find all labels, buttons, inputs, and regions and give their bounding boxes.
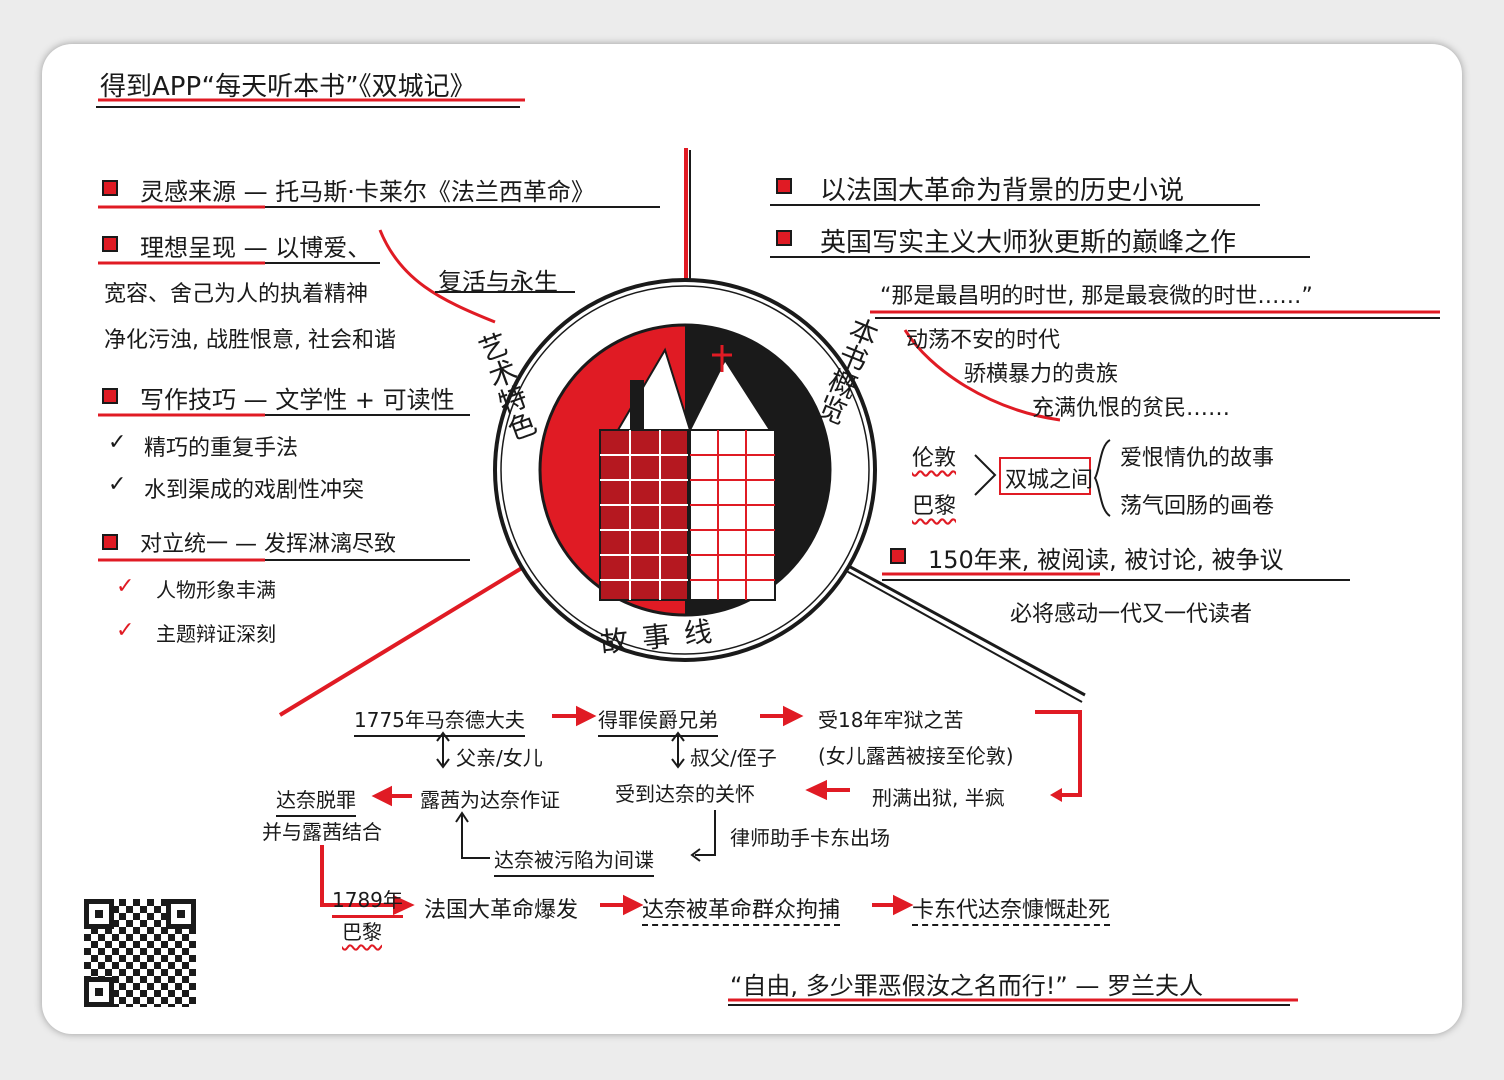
ideal-line-1: 宽容、舍己为人的执着精神 (104, 282, 369, 307)
city-london: 伦敦 (912, 446, 957, 471)
story-node-4: 刑满出狱, 半疯 (872, 786, 1005, 810)
story-node-3b: (女儿露茜被接至伦敦) (818, 744, 1014, 768)
famous-quote: “那是最昌明的时世, 那是最衰微的时世……” (880, 284, 1313, 309)
story-node-11: 卡东代达奈慷慨赴死 (912, 892, 1111, 926)
ideal-line-2: 净化污浊, 战胜恨意, 社会和谐 (104, 328, 396, 353)
check-icon: ✓ (108, 430, 127, 455)
bullet-square-icon (890, 548, 906, 564)
story-node-3: 受18年牢狱之苦 (818, 708, 964, 732)
qr-code-icon (80, 895, 200, 1011)
ideal-heading: 理想呈现 — 以博爱、 (140, 234, 372, 262)
story-summary-1: 爱恨情仇的故事 (1120, 446, 1275, 471)
check-icon: ✓ (116, 618, 135, 643)
story-node-7b: 并与露茜结合 (262, 820, 382, 844)
tower-left-icon (599, 347, 692, 601)
rebirth-label: 复活与永生 (438, 268, 558, 296)
footer-quote: “自由, 多少罪恶假汝之名而行!” — 罗兰夫人 (730, 972, 1204, 1000)
bullet-square-icon (102, 236, 118, 252)
bullet-square-icon (776, 178, 792, 194)
year-1789: 1789年 (332, 884, 403, 918)
masterpiece-line: 英国写实主义大师狄更斯的巅峰之作 (820, 228, 1237, 258)
readers-line: 必将感动一代又一代读者 (1010, 602, 1253, 627)
city-paris: 巴黎 (912, 494, 957, 519)
tower-right-icon (688, 345, 776, 601)
story-node-1: 1775年马奈德大夫 (354, 704, 525, 737)
story-node-7a: 达奈脱罪 (276, 784, 356, 817)
check-icon: ✓ (108, 472, 127, 497)
relation-father-daughter: 父亲/女儿 (456, 746, 543, 770)
story-node-8: 达奈被污陷为间谍 (494, 844, 654, 877)
relation-uncle-nephew: 叔父/侄子 (690, 746, 777, 770)
era-line-1: 动荡不安的时代 (906, 328, 1061, 353)
writing-item-2: 水到渠成的戏剧性冲突 (144, 478, 365, 503)
story-node-5: 受到达奈的关怀 (615, 782, 755, 806)
bullet-square-icon (102, 534, 118, 550)
right-branch-line (809, 543, 1086, 697)
story-summary-2: 荡气回肠的画卷 (1120, 494, 1275, 519)
bullet-square-icon (102, 388, 118, 404)
story-node-10: 达奈被革命群众拘捕 (642, 892, 841, 926)
story-node-6: 露茜为达奈作证 (420, 788, 560, 812)
check-icon: ✓ (116, 574, 135, 599)
era-line-2: 骄横暴力的贵族 (964, 362, 1119, 387)
unity-heading: 对立统一 — 发挥淋漓尽致 (140, 532, 396, 557)
page-title: 得到APP“每天听本书”《双城记》 (100, 72, 476, 102)
bullet-square-icon (102, 180, 118, 196)
between-cities: 双城之间 (1005, 468, 1094, 493)
story-node-2: 得罪侯爵兄弟 (598, 704, 718, 737)
unity-item-1: 人物形象丰满 (156, 578, 276, 602)
writing-item-1: 精巧的重复手法 (144, 436, 299, 461)
story-node-9: 法国大革命爆发 (424, 898, 579, 923)
bullet-square-icon (776, 230, 792, 246)
paris-label: 巴黎 (342, 920, 382, 944)
unity-item-2: 主题辩证深刻 (156, 622, 276, 646)
inspiration-source: 灵感来源 — 托马斯·卡莱尔《法兰西革命》 (140, 178, 595, 206)
era-line-3: 充满仇恨的贫民…… (1032, 396, 1231, 421)
writing-heading: 写作技巧 — 文学性 + 可读性 (140, 386, 455, 414)
lawyer-line: 律师助手卡东出场 (730, 826, 890, 850)
novel-background: 以法国大革命为背景的历史小说 (820, 176, 1185, 206)
years-line: 150年来, 被阅读, 被讨论, 被争议 (928, 546, 1284, 574)
left-branch-line (278, 558, 537, 717)
